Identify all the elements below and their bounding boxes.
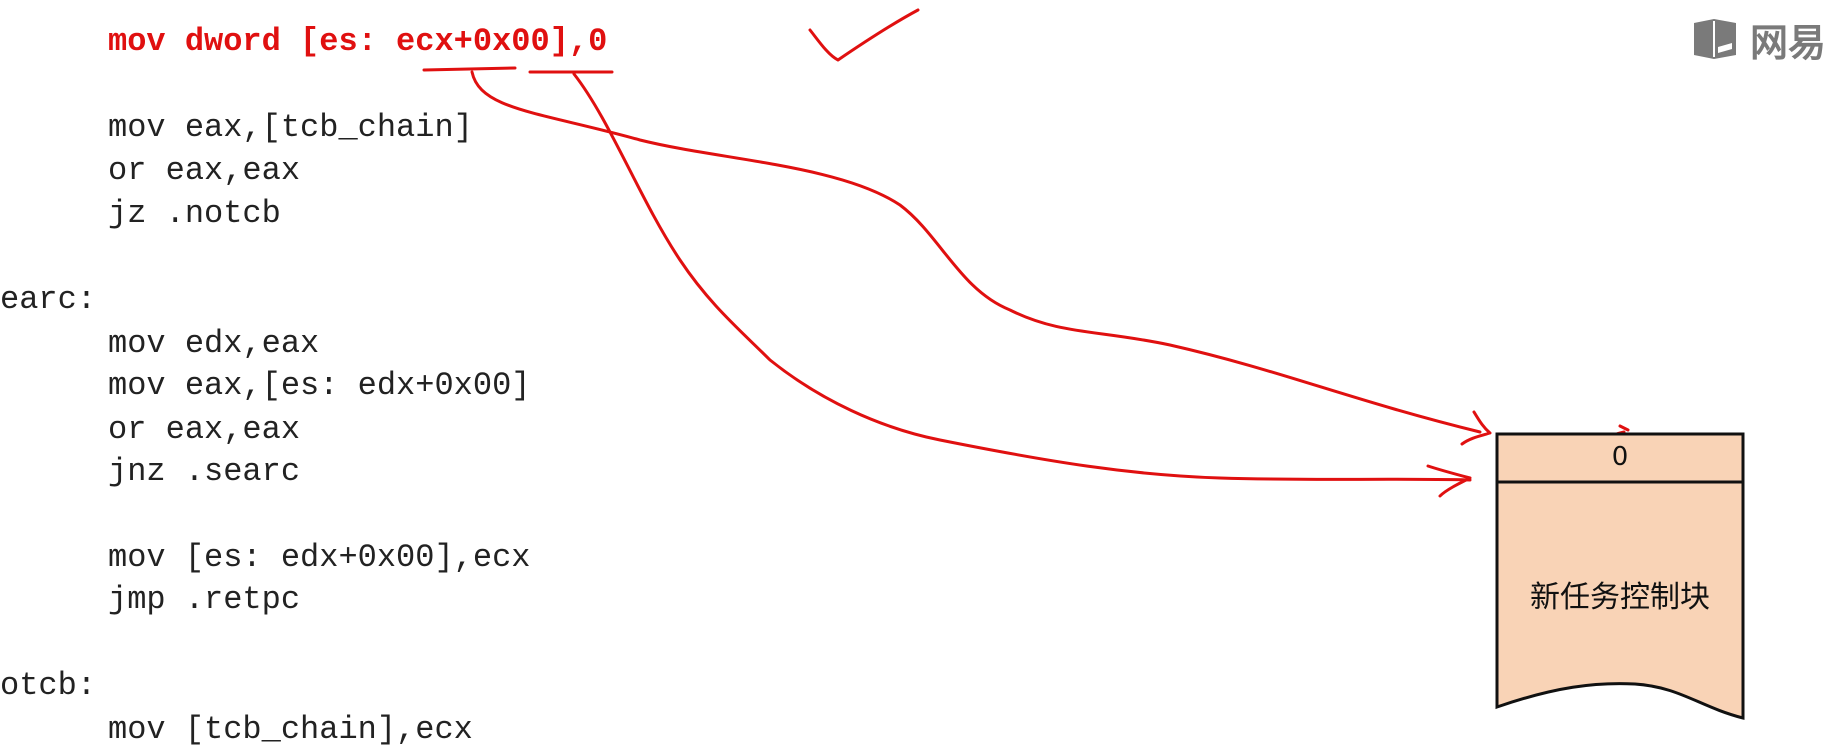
code-line: mov [es: edx+0x00],ecx <box>108 539 531 576</box>
code-line: mov eax,[tcb_chain] <box>108 109 473 146</box>
code-line: or eax,eax <box>108 411 301 448</box>
checkmark-icon <box>808 8 920 62</box>
code-label: otcb: <box>0 667 97 704</box>
code-label: earc: <box>0 281 97 318</box>
arrowhead <box>1460 410 1492 446</box>
logo-text: 网易 <box>1750 20 1827 65</box>
arrow-curve-offset <box>572 72 1472 482</box>
code-line: jz .notcb <box>108 195 281 232</box>
code-line-highlighted: mov dword [es: ecx+0x00],0 <box>108 23 608 60</box>
book-icon <box>1694 19 1736 59</box>
code-line: jmp .retpc <box>108 581 301 618</box>
code-line: mov edx,eax <box>108 325 320 362</box>
tcb-field-value: 0 <box>1611 442 1629 472</box>
arrow-curve-ecx <box>470 70 1482 434</box>
code-line: mov eax,[es: edx+0x00] <box>108 367 531 404</box>
task-control-block <box>1495 432 1745 720</box>
code-line: or eax,eax <box>108 152 301 189</box>
code-line: jnz .searc <box>108 453 301 490</box>
underline-ecx <box>422 66 517 72</box>
tcb-title: 新任务控制块 <box>1530 580 1710 615</box>
logo: 网易 <box>1692 14 1827 65</box>
arrowhead <box>1426 464 1472 498</box>
